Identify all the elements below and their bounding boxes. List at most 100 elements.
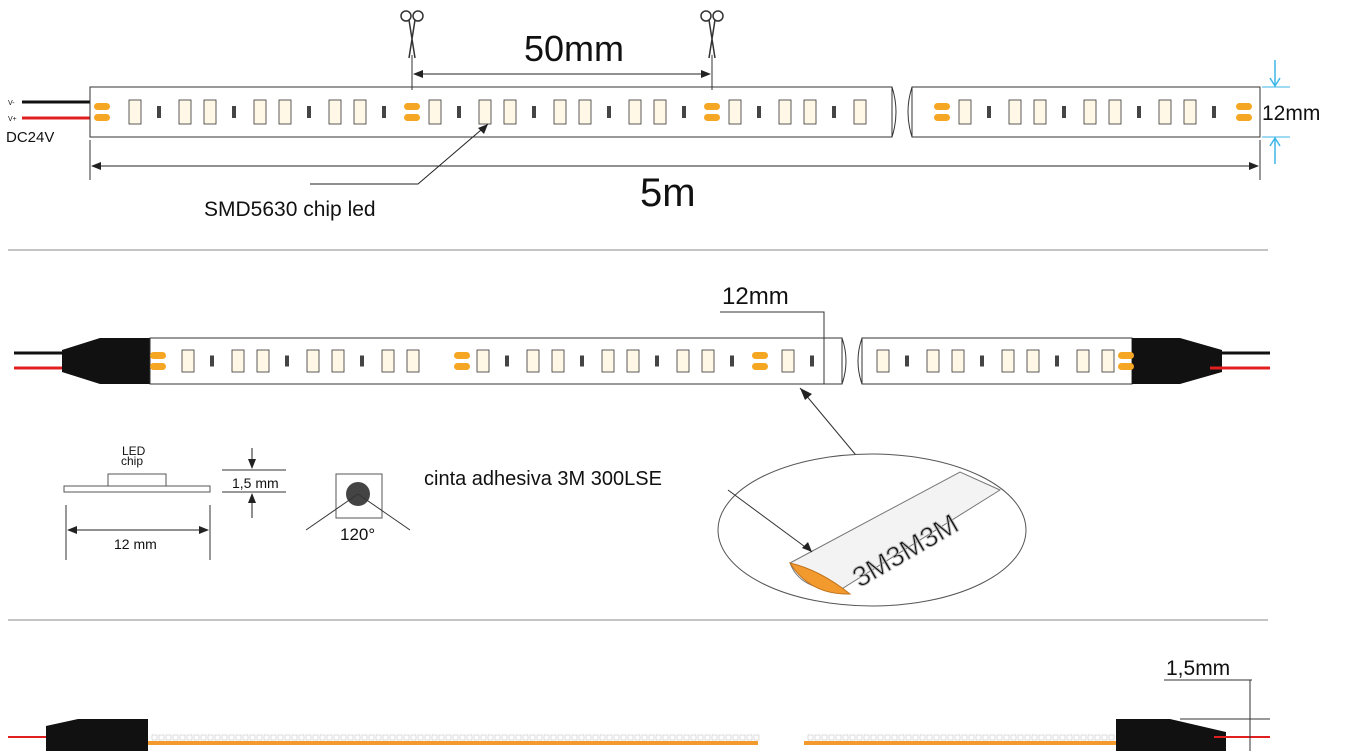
side-led [1094,734,1101,741]
led-chip [128,99,142,125]
side-led [557,734,564,741]
led-chip [778,99,792,125]
beam-angle-label: 120° [340,525,375,544]
resistor [360,355,364,367]
side-led [753,734,760,741]
side-led [515,734,522,741]
side-led [284,734,291,741]
led-chip [1183,99,1197,125]
resistor [580,355,584,367]
side-led [214,734,221,741]
top-strip-section: V- V+ DC24V 50mm 5m [6,10,1320,221]
scissors-icon [700,10,724,59]
side-led [912,734,919,741]
side-led [989,734,996,741]
side-led [655,734,662,741]
side-led [501,734,508,741]
resistor [607,106,611,118]
copper-pad [1118,352,1134,359]
side-led [270,734,277,741]
side-led [648,734,655,741]
side-led [361,734,368,741]
side-led [863,734,870,741]
side-led [1003,734,1010,741]
side-led [704,734,711,741]
cut-length-label: 50mm [524,28,624,69]
led-chip [328,99,342,125]
resistor [810,355,814,367]
side-led [585,734,592,741]
tape-label: cinta adhesiva 3M 300LSE [424,468,662,490]
led-chip [178,99,192,125]
side-led [571,734,578,741]
side-led [410,734,417,741]
side-led [242,734,249,741]
side-led [835,734,842,741]
side-led [340,734,347,741]
end-cap-left [62,338,150,384]
side-led [494,734,501,741]
side-led [291,734,298,741]
side-led [1080,734,1087,741]
side-led [1045,734,1052,741]
side-led [200,734,207,741]
neg-wire-label: V- [8,100,15,107]
led-chip [381,349,395,373]
resistor [987,106,991,118]
led-chip-label-1: LED [122,444,146,458]
led-chip [951,349,965,373]
resistor [157,106,161,118]
side-led [599,734,606,741]
sealed-strip-section: 12mm LED chip 12 mm 1,5 mm 120° 3M3M3M c… [14,283,1270,607]
led-chip [728,99,742,125]
side-led [1031,734,1038,741]
resistor [210,355,214,367]
side-led [1059,734,1066,741]
led-chip [551,349,565,373]
side-led [592,734,599,741]
led-chip [1158,99,1172,125]
side-view-section: 1,5mm [8,657,1270,751]
led-chip [701,349,715,373]
side-led [305,734,312,741]
led-chip [306,349,320,373]
side-led-row [151,734,1115,741]
side-led [403,734,410,741]
side-led [158,734,165,741]
mid-led-chips [181,349,1115,373]
voltage-label: DC24V [6,129,54,146]
side-led [690,734,697,741]
side-led [319,734,326,741]
side-led [480,734,487,741]
side-led [634,734,641,741]
side-led [396,734,403,741]
led-chip [803,99,817,125]
copper-pad [404,103,420,110]
side-led [905,734,912,741]
led-chip [406,349,420,373]
tape-liner-orange [788,562,852,595]
side-led [1087,734,1094,741]
led-chip [626,349,640,373]
side-led [431,734,438,741]
side-led [235,734,242,741]
copper-pad [1236,114,1252,121]
side-led [151,734,158,741]
resistor [905,355,909,367]
side-led [277,734,284,741]
copper-pad [704,114,720,121]
resistor [655,355,659,367]
side-led [676,734,683,741]
side-led [933,734,940,741]
side-led [417,734,424,741]
side-led [814,734,821,741]
sealed-strip-main [149,337,843,385]
copper-pad [752,352,768,359]
sealed-strip-end [861,337,1133,385]
side-led [389,734,396,741]
side-led [536,734,543,741]
side-led [578,734,585,741]
side-led [821,734,828,741]
side-led [543,734,550,741]
copper-pad [934,103,950,110]
